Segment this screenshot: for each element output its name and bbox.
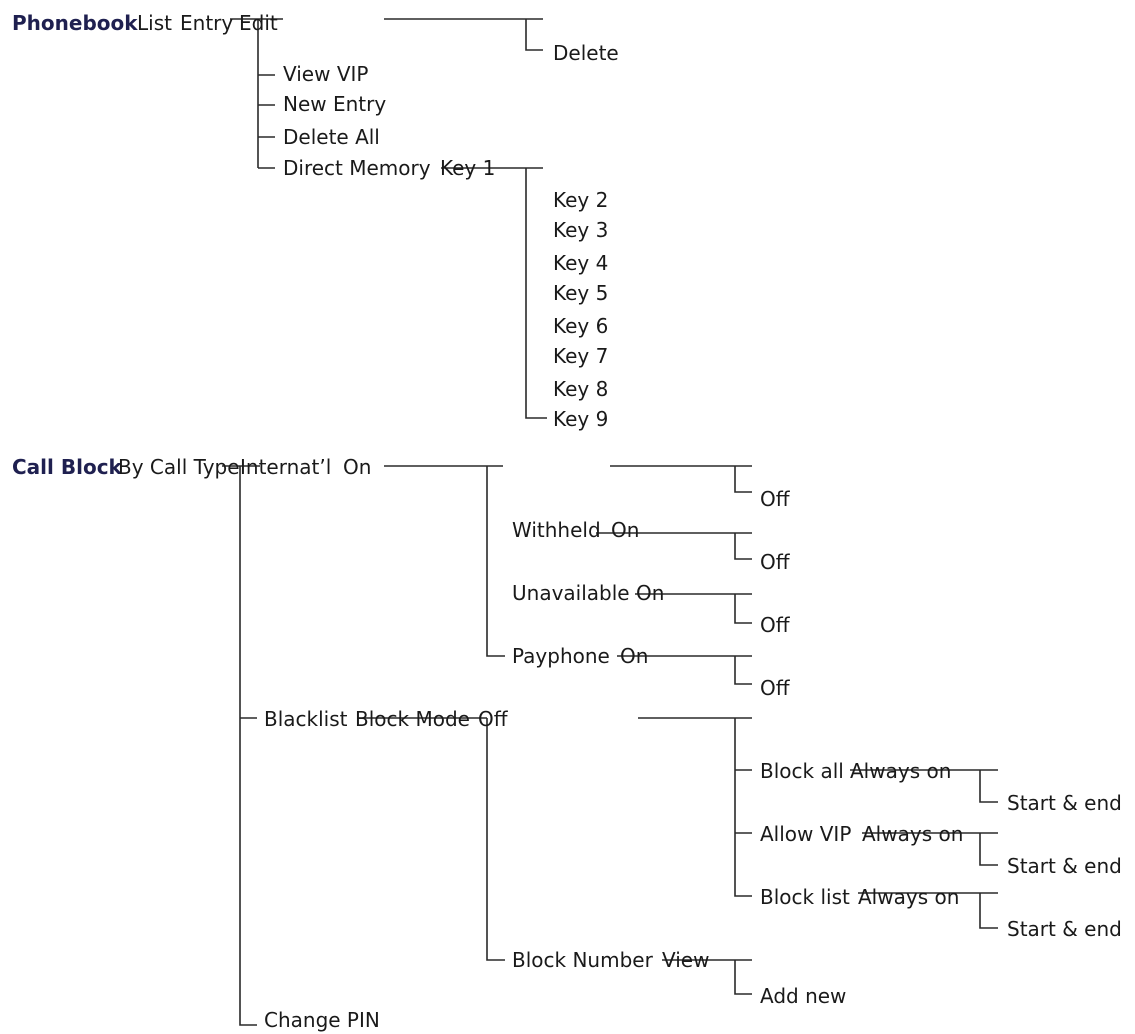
phonebook-title: Phonebook — [12, 11, 138, 35]
block-list-always-on: Always on — [858, 885, 959, 909]
memory-key-2: Key 2 — [553, 188, 608, 212]
phonebook-edit: Edit — [239, 11, 278, 35]
phonebook-direct-memory: Direct Memory — [283, 156, 431, 180]
call-type-internatl: Internat’l — [240, 455, 331, 479]
internatl-on: On — [343, 455, 371, 479]
block-mode-block-list: Block list — [760, 885, 850, 909]
memory-key-3: Key 3 — [553, 218, 608, 242]
memory-key-8: Key 8 — [553, 377, 608, 401]
block-number-add-new: Add new — [760, 984, 846, 1008]
unavailable-off: Off — [760, 613, 791, 637]
phonebook-list: List — [137, 11, 172, 35]
block-mode-allow-vip: Allow VIP — [760, 822, 851, 846]
block-mode-off: Off — [478, 707, 509, 731]
call-block-section: Call Block By Call Type Internat’l On Of… — [12, 455, 1122, 1032]
call-type-withheld: Withheld — [512, 518, 601, 542]
block-mode-block-all: Block all — [760, 759, 844, 783]
withheld-off: Off — [760, 550, 791, 574]
call-block-title: Call Block — [12, 455, 123, 479]
unavailable-on: On — [636, 581, 664, 605]
block-all-always-on: Always on — [850, 759, 951, 783]
allow-vip-start-end: Start & end — [1007, 854, 1122, 878]
block-number-view: View — [662, 948, 709, 972]
memory-key-7: Key 7 — [553, 344, 608, 368]
call-type-unavailable: Unavailable — [512, 581, 630, 605]
memory-key-9: Key 9 — [553, 407, 608, 431]
allow-vip-always-on: Always on — [862, 822, 963, 846]
call-block-by-call-type: By Call Type — [118, 455, 240, 479]
payphone-on: On — [620, 644, 648, 668]
memory-key-6: Key 6 — [553, 314, 608, 338]
memory-key-4: Key 4 — [553, 251, 608, 275]
memory-key-1: Key 1 — [440, 156, 495, 180]
call-block-change-pin: Change PIN — [264, 1008, 380, 1032]
block-list-start-end: Start & end — [1007, 917, 1122, 941]
withheld-on: On — [611, 518, 639, 542]
phonebook-view-vip: View VIP — [283, 62, 368, 86]
payphone-off: Off — [760, 676, 791, 700]
phonebook-delete: Delete — [553, 41, 619, 65]
phonebook-delete-all: Delete All — [283, 125, 380, 149]
block-all-start-end: Start & end — [1007, 791, 1122, 815]
call-block-blacklist: Blacklist — [264, 707, 348, 731]
internatl-off: Off — [760, 487, 791, 511]
phonebook-section: Phonebook List Entry Edit Delete View VI… — [12, 11, 619, 431]
blacklist-block-number: Block Number — [512, 948, 654, 972]
call-type-payphone: Payphone — [512, 644, 610, 668]
connector-lines — [222, 18, 998, 1026]
blacklist-block-mode: Block Mode — [355, 707, 470, 731]
phonebook-new-entry: New Entry — [283, 92, 386, 116]
phonebook-entry: Entry — [180, 11, 233, 35]
memory-key-5: Key 5 — [553, 281, 608, 305]
